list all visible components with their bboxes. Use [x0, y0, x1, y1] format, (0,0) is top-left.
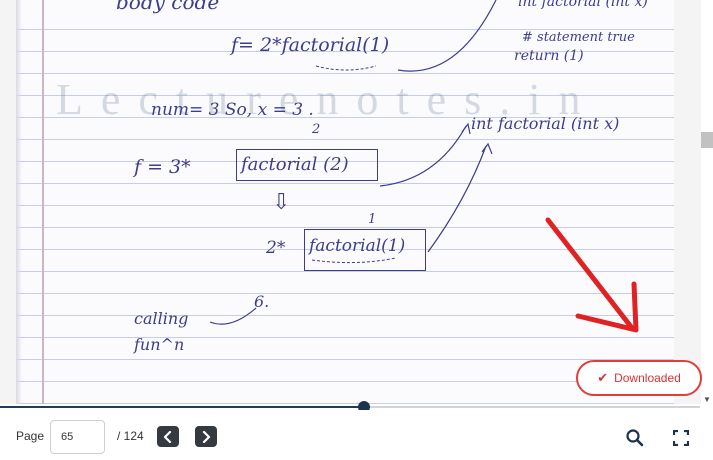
page-number-input[interactable]	[50, 420, 105, 454]
handwriting-call2-prefix: 2*	[266, 238, 286, 258]
handwriting-num-line: num= 3 So, x = 3 .	[151, 100, 314, 120]
handwriting-line-top: body code	[116, 0, 220, 14]
red-annotation-arrow	[545, 217, 639, 333]
handwriting-call2-box: factorial(1)	[304, 229, 426, 271]
search-button[interactable]	[624, 427, 646, 449]
handwriting-arg-label-1: 1	[368, 212, 377, 227]
fullscreen-button[interactable]	[670, 427, 692, 449]
handwriting-note-function: int factorial (int x)	[518, 0, 648, 10]
page-label: Page	[16, 429, 45, 443]
notebook-page: Lecturenotes.in body code f= 2*factorial…	[16, 0, 674, 404]
scan-shadow	[16, 0, 22, 404]
vertical-scrollbar[interactable]	[701, 0, 713, 404]
document-viewer[interactable]: Lecturenotes.in body code f= 2*factorial…	[0, 0, 713, 404]
handwriting-arg-label-2: 2	[312, 122, 321, 137]
fullscreen-icon	[673, 430, 689, 446]
chevron-right-icon	[202, 430, 211, 443]
vertical-scrollbar-thumb[interactable]	[701, 132, 713, 148]
scroll-down-arrow-icon[interactable]: ▼	[703, 395, 711, 404]
downloaded-badge[interactable]: ✔ Downloaded	[576, 360, 702, 396]
bottom-toolbar: Page / 124	[0, 410, 713, 460]
handwriting-arrow-down: ⇩	[272, 190, 291, 215]
page-total: / 124	[117, 429, 144, 443]
watermark: Lecturenotes.in	[56, 75, 599, 124]
handwriting-arrows	[209, 0, 497, 325]
prev-page-button[interactable]	[157, 426, 179, 447]
handwriting-calling-fun: calling fun^n	[134, 309, 189, 354]
handwriting-note-function-2: int factorial (int x)	[471, 114, 620, 133]
handwriting-call1-prefix: f = 3*	[134, 156, 191, 178]
handwriting-result: 6.	[254, 292, 270, 311]
handwriting-note-return: return (1)	[514, 48, 584, 64]
search-icon	[626, 429, 644, 447]
chevron-left-icon	[163, 430, 172, 443]
handwriting-note-statement: # statement true	[522, 30, 635, 45]
downloaded-label: Downloaded	[614, 371, 681, 385]
check-icon: ✔	[597, 370, 609, 385]
handwriting-call1-box: factorial (2)	[236, 149, 378, 181]
handwriting-return-line: f= 2*factorial(1)	[231, 34, 390, 56]
next-page-button[interactable]	[195, 426, 217, 447]
page-progress-fill	[0, 406, 364, 408]
